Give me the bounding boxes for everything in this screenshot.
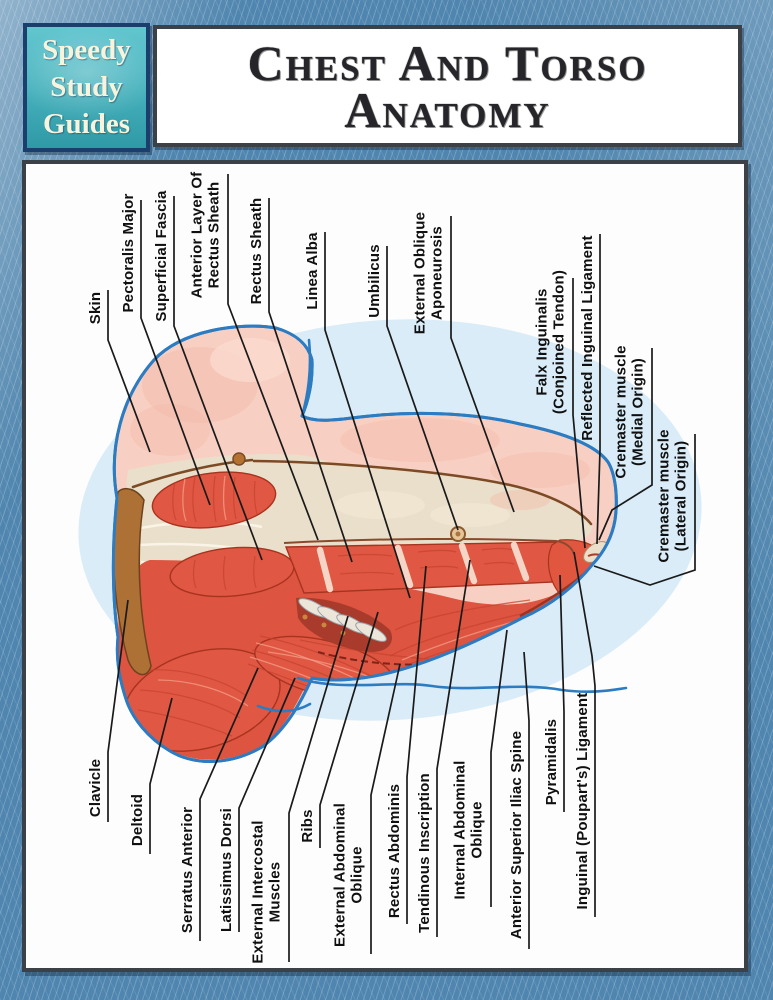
anatomy-label-bottom-5: Ribs	[298, 809, 316, 843]
anatomy-label-bottom-1: Deltoid	[128, 793, 146, 847]
leader-line-bottom-3	[238, 677, 296, 932]
leader-line-top-5	[324, 232, 411, 599]
anatomy-label-top-9: Reflected Inguinal Ligament	[578, 235, 596, 441]
leader-line-top-9	[596, 234, 601, 545]
anatomy-label-bottom-4: External Intercostal Muscles	[249, 820, 284, 964]
anatomy-label-bottom-10: Anterior Superior Iliac Spine	[507, 730, 525, 940]
anatomy-label-top-10: Cremaster muscle (Medial Origin)	[612, 345, 647, 479]
anatomy-label-top-6: Umbilicus	[365, 244, 383, 318]
leader-lines	[107, 174, 696, 962]
leader-line-bottom-7	[406, 565, 427, 924]
anatomy-label-bottom-7: Rectus Abdominis	[385, 783, 403, 919]
anatomy-label-bottom-9: Internal Abdominal Oblique	[451, 760, 486, 900]
anatomy-label-top-3: Anterior Layer Of Rectus Sheath	[188, 171, 223, 299]
anatomy-label-bottom-11: Pyramidalis	[542, 718, 560, 806]
leader-line-bottom-11	[559, 574, 565, 812]
leader-line-bottom-5	[319, 611, 379, 848]
anatomy-label-top-7: External Oblique Aponeurosis	[411, 211, 446, 335]
leader-line-top-2	[173, 196, 263, 561]
logo-line-1: Speedy	[42, 34, 131, 66]
leader-line-top-7	[450, 216, 515, 513]
leader-line-bottom-4	[288, 615, 349, 962]
anatomy-label-top-0: Skin	[86, 291, 104, 325]
blue-contour-bottom	[296, 676, 628, 694]
anatomy-label-bottom-2: Serratus Anterior	[178, 806, 196, 934]
leader-line-bottom-0	[107, 599, 129, 822]
leader-line-top-11	[593, 434, 696, 586]
leader-line-bottom-12	[573, 551, 596, 917]
anatomy-label-bottom-3: Latissimus Dorsi	[217, 807, 235, 933]
leader-line-top-3	[227, 174, 319, 541]
leader-line-bottom-2	[199, 667, 259, 941]
leader-line-top-1	[140, 200, 211, 506]
leader-line-bottom-1	[149, 697, 173, 854]
anatomy-illustration	[78, 174, 702, 962]
anatomy-label-bottom-8: Tendinous Inscription	[415, 773, 433, 933]
logo-line-3: Guides	[42, 108, 131, 140]
anatomy-label-top-1: Pectoralis Major	[119, 193, 137, 313]
page-title-line-2: Anatomy	[344, 82, 551, 138]
anatomy-label-top-2: Superficial Fascia	[152, 190, 170, 322]
leader-line-top-4	[268, 198, 353, 563]
anatomy-label-bottom-0: Clavicle	[86, 758, 104, 818]
anatomy-label-bottom-6: External Abdominal Oblique	[331, 803, 366, 947]
leader-line-top-10	[598, 348, 653, 541]
leader-line-bottom-6	[370, 663, 401, 954]
anatomy-label-top-4: Rectus Sheath	[247, 197, 265, 305]
anatomy-label-top-11: Cremaster muscle (Lateral Origin)	[655, 429, 690, 563]
leader-line-bottom-8	[436, 559, 471, 937]
leader-line-top-0	[107, 290, 151, 453]
logo-line-2: Study	[50, 71, 123, 103]
leader-line-top-6	[386, 246, 459, 531]
arm-crease	[300, 338, 312, 418]
leader-line-top-8	[572, 278, 586, 549]
anatomy-label-top-5: Linea Alba	[303, 232, 321, 310]
anatomy-label-bottom-12: Inguinal (Poupart's) Ligament	[573, 692, 591, 910]
title-box: Chest And Torso Anatomy	[153, 25, 742, 147]
aponeurosis-band	[258, 462, 593, 545]
nipple	[232, 452, 246, 466]
fascia-edge-right	[252, 459, 593, 526]
leader-line-bottom-9	[490, 629, 508, 907]
publisher-logo: Speedy Study Guides	[23, 23, 150, 152]
anatomy-label-top-8: Falx Inguinalis (Conjoined Tendon)	[533, 269, 568, 415]
page-title-line-1: Chest And Torso	[247, 35, 648, 91]
leader-line-bottom-10	[523, 651, 530, 949]
